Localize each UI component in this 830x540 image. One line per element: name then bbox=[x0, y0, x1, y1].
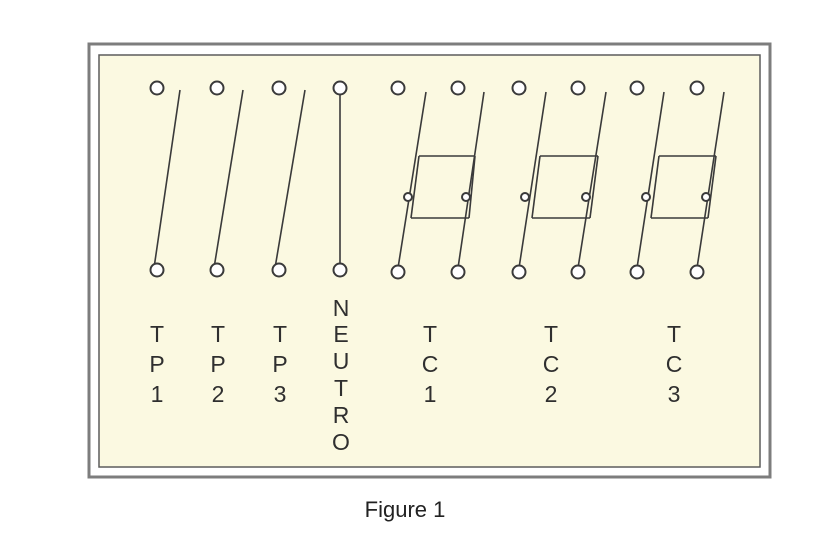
tc1-right-post bbox=[468, 155, 476, 219]
tc3-left-post bbox=[650, 155, 660, 219]
tc1-bottom-right-terminal bbox=[450, 264, 466, 280]
tc3-right-wire bbox=[696, 91, 725, 269]
tc3-bottom-right-terminal bbox=[689, 264, 705, 280]
neutro-label-glyph: R bbox=[333, 402, 350, 428]
tc1-label-glyph: C bbox=[422, 351, 439, 377]
tp3-label-glyph: 3 bbox=[274, 381, 287, 407]
tc2-top-right-terminal bbox=[570, 80, 586, 96]
tc1-label: T C 1 bbox=[422, 321, 439, 407]
tp1-top-terminal bbox=[149, 80, 165, 96]
tp2-label: T P 2 bbox=[210, 321, 225, 407]
tc2-label: T C 2 bbox=[543, 321, 560, 407]
tc1-left-wire bbox=[397, 91, 427, 269]
wiring-diagram: T P 1 T P 2 T P 3 N E U T R O T C 1 T bbox=[87, 42, 772, 479]
tc1-left-link-terminal bbox=[403, 192, 413, 202]
tc2-label-glyph: 2 bbox=[545, 381, 558, 407]
tp1-label-glyph: T bbox=[150, 321, 164, 347]
neutro-label: N E U T R O bbox=[332, 295, 350, 455]
tc3-label-glyph: 3 bbox=[668, 381, 681, 407]
outer-frame bbox=[87, 42, 772, 479]
tp3-switch-wire bbox=[274, 89, 306, 269]
tc3-bottom-left-terminal bbox=[629, 264, 645, 280]
tp2-bottom-terminal bbox=[209, 262, 225, 278]
tp2-label-glyph: P bbox=[210, 351, 225, 377]
tc3-top-left-terminal bbox=[629, 80, 645, 96]
tp3-label-glyph: P bbox=[272, 351, 287, 377]
tc1-bottom-left-terminal bbox=[390, 264, 406, 280]
tc2-top-left-terminal bbox=[511, 80, 527, 96]
tc2-label-glyph: T bbox=[544, 321, 558, 347]
tp3-label-glyph: T bbox=[273, 321, 287, 347]
tp2-top-terminal bbox=[209, 80, 225, 96]
neutro-label-glyph: E bbox=[333, 321, 348, 347]
tc2-left-link-terminal bbox=[520, 192, 530, 202]
tc3-left-wire bbox=[636, 91, 665, 269]
tc3-label: T C 3 bbox=[666, 321, 683, 407]
tc1-right-wire bbox=[457, 91, 485, 269]
tc3-right-link-terminal bbox=[701, 192, 711, 202]
panel bbox=[98, 54, 761, 468]
tc3-label-glyph: T bbox=[667, 321, 681, 347]
tc3-right-post bbox=[707, 155, 717, 219]
tp3-label: T P 3 bbox=[272, 321, 287, 407]
neutro-bottom-terminal bbox=[332, 262, 348, 278]
neutro-label-glyph: O bbox=[332, 429, 350, 455]
tp2-label-glyph: T bbox=[211, 321, 225, 347]
tc2-left-post bbox=[531, 155, 541, 219]
tc2-group bbox=[511, 80, 607, 280]
tc2-right-post bbox=[589, 155, 599, 219]
neutro-group bbox=[332, 80, 348, 278]
neutro-label-glyph: T bbox=[334, 375, 348, 401]
neutro-label-glyph: U bbox=[333, 348, 350, 374]
tc2-right-wire bbox=[577, 91, 607, 269]
tc3-group bbox=[629, 80, 725, 280]
tp3-group bbox=[271, 80, 306, 278]
tp1-label-glyph: 1 bbox=[151, 381, 164, 407]
tp1-bottom-terminal bbox=[149, 262, 165, 278]
tp2-group bbox=[209, 80, 244, 278]
tp1-label: T P 1 bbox=[149, 321, 164, 407]
tp1-switch-wire bbox=[153, 89, 181, 269]
tp1-label-glyph: P bbox=[149, 351, 164, 377]
tp2-label-glyph: 2 bbox=[212, 381, 225, 407]
tc1-left-post bbox=[410, 155, 420, 219]
tc1-top-right-terminal bbox=[450, 80, 466, 96]
tc2-bottom-right-terminal bbox=[570, 264, 586, 280]
tc1-right-link-terminal bbox=[461, 192, 471, 202]
neutro-label-glyph: N bbox=[333, 295, 350, 321]
tc3-label-glyph: C bbox=[666, 351, 683, 377]
tc2-left-wire bbox=[518, 91, 547, 269]
tc1-top-left-terminal bbox=[390, 80, 406, 96]
tc3-top-right-terminal bbox=[689, 80, 705, 96]
tc3-left-link-terminal bbox=[641, 192, 651, 202]
tc2-label-glyph: C bbox=[543, 351, 560, 377]
tp3-top-terminal bbox=[271, 80, 287, 96]
tc1-group bbox=[390, 80, 485, 280]
tc1-label-glyph: 1 bbox=[424, 381, 437, 407]
figure-caption: Figure 1 bbox=[364, 497, 446, 522]
tc2-bottom-left-terminal bbox=[511, 264, 527, 280]
tp1-group bbox=[149, 80, 181, 278]
tc2-right-link-terminal bbox=[581, 192, 591, 202]
tp2-switch-wire bbox=[213, 89, 244, 269]
neutro-top-terminal bbox=[332, 80, 348, 96]
tc1-label-glyph: T bbox=[423, 321, 437, 347]
tp3-bottom-terminal bbox=[271, 262, 287, 278]
